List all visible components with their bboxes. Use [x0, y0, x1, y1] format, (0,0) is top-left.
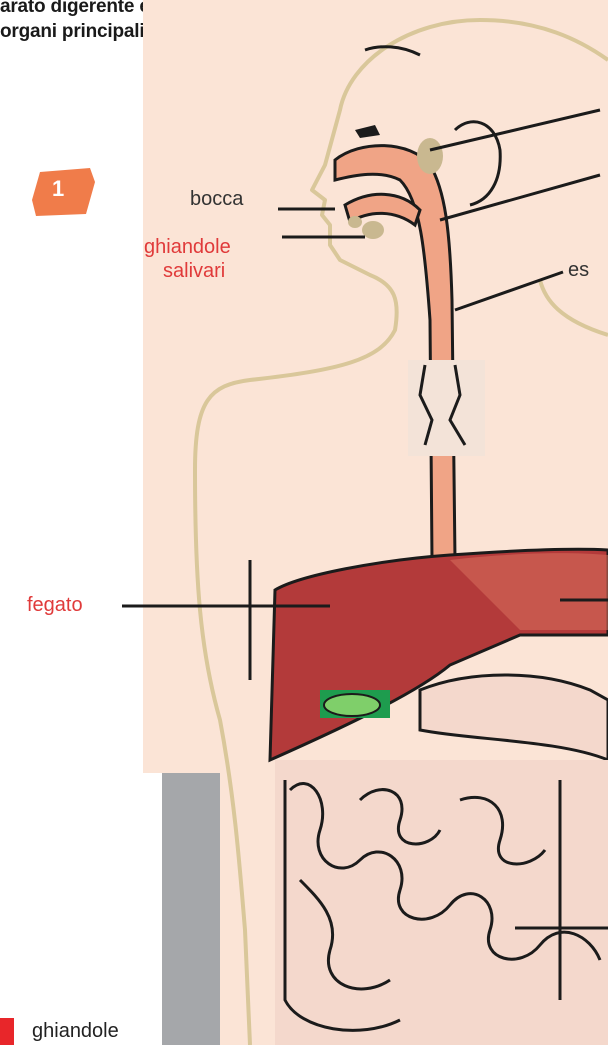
- salivary-gland-parotid: [417, 138, 443, 174]
- label-ghiandole-salivari-line1: ghiandole: [144, 236, 231, 258]
- legend-swatch: [0, 1018, 14, 1045]
- label-esofago-partial: es: [568, 259, 589, 281]
- gallbladder: [324, 694, 380, 716]
- label-ghiandole-salivari-line2: salivari: [163, 260, 225, 282]
- label-bocca: bocca: [190, 188, 243, 210]
- salivary-gland-sublingual: [362, 221, 384, 239]
- salivary-gland-submandibular: [348, 216, 362, 228]
- intestine-area: [275, 760, 608, 1045]
- legend-label: ghiandole: [32, 1020, 119, 1043]
- label-fegato: fegato: [27, 594, 83, 616]
- gray-bar: [162, 773, 220, 1045]
- step-badge-number: 1: [52, 176, 64, 202]
- throat-detail-panel: [408, 360, 485, 456]
